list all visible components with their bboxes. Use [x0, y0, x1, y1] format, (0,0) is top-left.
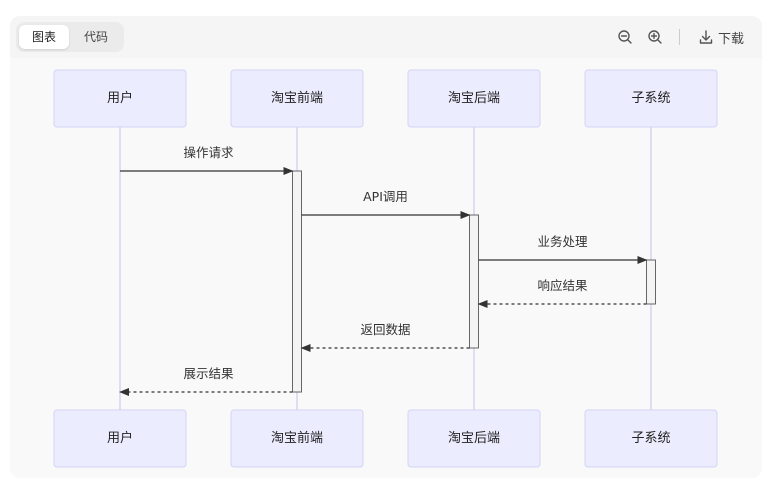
participant-box-top	[407, 69, 541, 128]
activation-bar	[646, 259, 656, 305]
participant-box-top	[230, 69, 364, 128]
participant-label: 用户	[107, 90, 133, 106]
activation-bar	[292, 170, 302, 393]
participant-box-bottom	[584, 409, 718, 468]
zoom-in-button[interactable]	[643, 25, 667, 49]
view-switcher: 图表 代码	[16, 22, 124, 52]
tab-code[interactable]: 代码	[83, 30, 108, 44]
message-label: 展示结果	[183, 366, 234, 381]
participant-label: 淘宝后端	[448, 91, 500, 106]
participant-box-bottom	[407, 409, 541, 468]
participant-label: 淘宝前端	[271, 90, 323, 106]
participant-label: 用户	[107, 430, 133, 446]
participant-label: 子系统	[631, 431, 670, 446]
toolbar-divider	[679, 29, 680, 45]
message-label: 业务处理	[537, 234, 588, 249]
message-label: 返回数据	[360, 322, 410, 337]
tab-chart[interactable]: 图表	[19, 25, 69, 49]
message-label: 响应结果	[537, 278, 588, 293]
zoom-out-icon	[618, 30, 632, 44]
participant-box-bottom	[230, 409, 364, 468]
participant-label: 淘宝后端	[448, 431, 500, 446]
download-button[interactable]: 下载	[695, 25, 747, 49]
participant-label: 淘宝前端	[271, 430, 323, 446]
message-label: 操作请求	[183, 145, 234, 160]
activation-bar	[469, 214, 479, 349]
download-label: 下载	[717, 31, 744, 47]
toolbar: 图表 代码 下载	[10, 16, 762, 58]
participant-label: 子系统	[631, 91, 670, 106]
message-label: API调用	[363, 189, 408, 204]
participant-box-top	[53, 69, 187, 128]
download-icon	[699, 30, 713, 44]
zoom-in-icon	[648, 30, 662, 44]
participant-box-top	[584, 69, 718, 128]
zoom-out-button[interactable]	[613, 25, 637, 49]
participant-box-bottom	[53, 409, 187, 468]
